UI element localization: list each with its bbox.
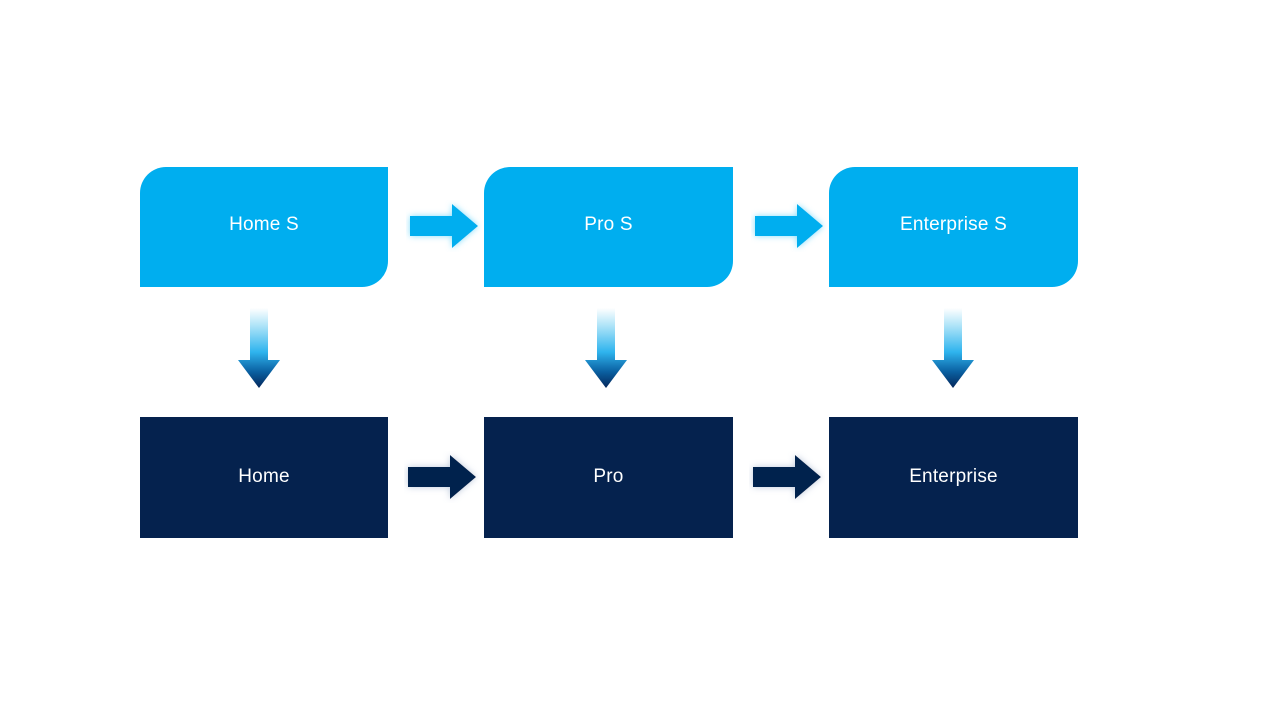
node-label: Pro S [584, 213, 633, 235]
node-label: Enterprise S [900, 213, 1007, 235]
arrow-right-icon-lower-2 [749, 451, 825, 503]
node-enterprise[interactable]: Enterprise [829, 417, 1078, 538]
arrow-right-icon-upper-1 [406, 200, 482, 252]
arrow-right-icon-upper-2 [751, 200, 827, 252]
node-label: Home S [229, 213, 299, 235]
node-label: Enterprise [909, 466, 998, 488]
node-pro[interactable]: Pro [484, 417, 733, 538]
arrow-down-icon-home [236, 308, 282, 390]
node-label: Pro [593, 466, 624, 488]
arrow-right-icon-lower-1 [404, 451, 480, 503]
arrow-down-icon-pro [583, 308, 629, 390]
arrow-down-icon-enterprise [930, 308, 976, 390]
node-label: Home [238, 466, 290, 488]
node-home[interactable]: Home [140, 417, 388, 538]
node-home-s[interactable]: Home S [140, 167, 388, 287]
node-enterprise-s[interactable]: Enterprise S [829, 167, 1078, 287]
node-pro-s[interactable]: Pro S [484, 167, 733, 287]
